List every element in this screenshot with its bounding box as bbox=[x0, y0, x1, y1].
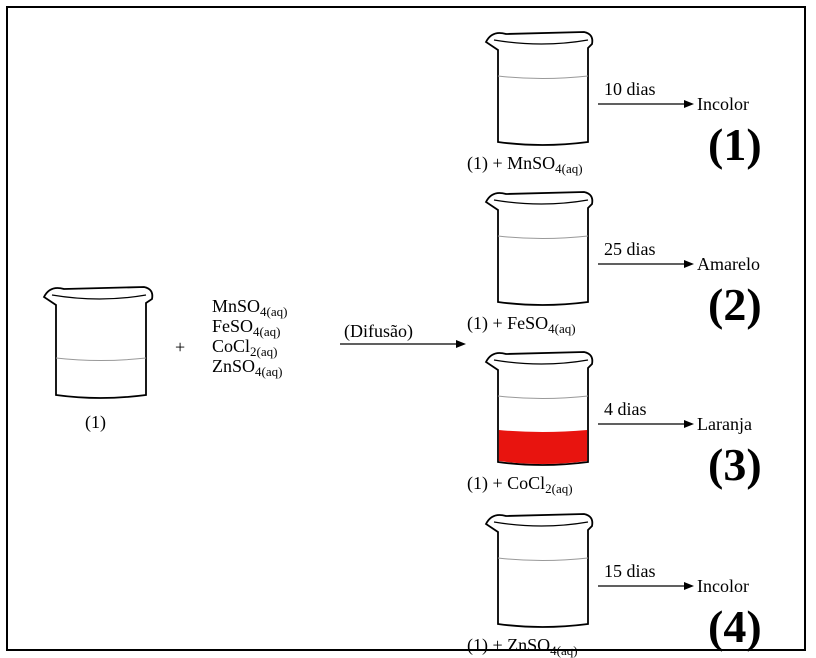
beaker bbox=[484, 513, 594, 628]
result-number: (3) bbox=[708, 439, 762, 490]
beaker-label: (1) + CoCl2(aq) bbox=[467, 473, 573, 496]
beaker-label: (1) + ZnSO4(aq) bbox=[467, 635, 578, 658]
process-label: (Difusão) bbox=[344, 321, 413, 341]
reagent-list: MnSO4(aq) FeSO4(aq) CoCl2(aq) ZnSO4(aq) bbox=[212, 296, 288, 379]
result-label: Incolor bbox=[697, 94, 749, 114]
reaction-arrow bbox=[598, 260, 694, 268]
process-arrow bbox=[340, 340, 466, 348]
beaker-start bbox=[42, 286, 154, 399]
result-number: (1) bbox=[708, 119, 762, 170]
reagent-item: CoCl2(aq) bbox=[212, 336, 278, 359]
result-number: (2) bbox=[708, 279, 762, 330]
start-beaker-label: (1) bbox=[85, 412, 106, 432]
reaction-arrow bbox=[598, 100, 694, 108]
reaction-arrow bbox=[598, 420, 694, 428]
result-label: Amarelo bbox=[697, 254, 760, 274]
beaker-label: (1) + MnSO4(aq) bbox=[467, 153, 583, 176]
time-label: 15 dias bbox=[604, 561, 656, 581]
plus-sign: + bbox=[175, 337, 186, 357]
beaker bbox=[484, 351, 594, 466]
reagent-item: ZnSO4(aq) bbox=[212, 356, 283, 379]
result-label: Laranja bbox=[697, 414, 752, 434]
time-label: 4 dias bbox=[604, 399, 647, 419]
solution-fill bbox=[498, 430, 588, 464]
result-number: (4) bbox=[708, 601, 762, 652]
time-label: 25 dias bbox=[604, 239, 656, 259]
beaker bbox=[484, 191, 594, 306]
time-label: 10 dias bbox=[604, 79, 656, 99]
result-label: Incolor bbox=[697, 576, 749, 596]
beaker-label: (1) + FeSO4(aq) bbox=[467, 313, 576, 336]
reaction-arrow bbox=[598, 582, 694, 590]
reagent-item: MnSO4(aq) bbox=[212, 296, 288, 319]
beaker bbox=[484, 31, 594, 146]
reagent-item: FeSO4(aq) bbox=[212, 316, 281, 339]
